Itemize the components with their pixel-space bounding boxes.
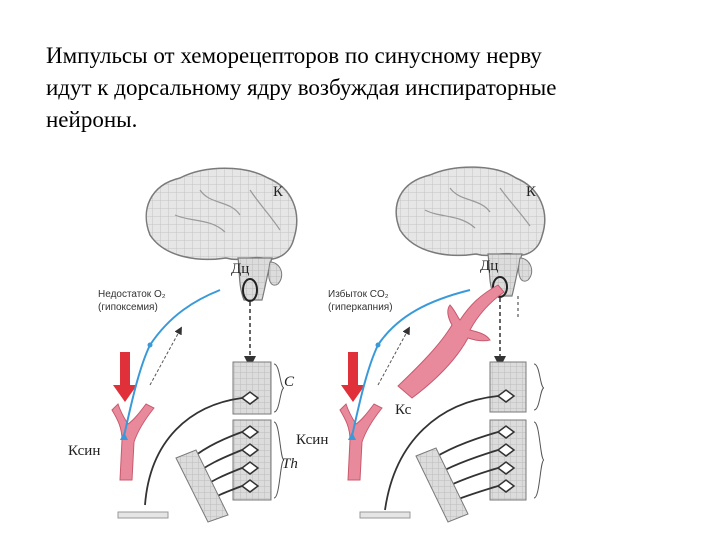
right-brain [395,166,546,257]
right-label-k: К [526,184,537,200]
left-label-dc: Дц [231,261,249,277]
left-label-k: К [273,184,284,200]
text-line-1: Импульсы от хеморецепторов по синусному … [46,43,542,68]
left-intercostal [175,449,229,523]
left-red-arrow [113,352,137,402]
slide-text: Импульсы от хеморецепторов по синусному … [46,40,696,136]
left-label-th: Th [282,456,298,472]
left-panel: К Дц C Th [68,167,298,523]
right-intercostal [415,447,469,523]
left-brain [145,167,298,261]
right-spinal-c [489,361,527,413]
right-label-ksin: Ксин [296,432,328,448]
right-label-kc: Кс [395,402,412,418]
right-panel: К Дц [296,166,546,523]
right-stimulus-line-1: Избыток CO₂ [328,288,389,300]
right-carotid [339,403,383,481]
left-carotid [111,403,155,481]
right-dorsal-nucleus [492,276,508,298]
right-label-dc: Дц [480,258,498,274]
text-line-3: нейроны. [46,107,138,132]
right-red-arrow [341,352,365,402]
left-label-c: C [284,374,295,390]
left-stimulus-line-1: Недостаток O₂ [98,289,166,300]
right-stimulus-line-2: (гиперкапния) [328,302,393,313]
left-stimulus-line-2: (гипоксемия) [98,302,158,313]
left-dorsal-nucleus [242,278,258,302]
right-central-vessel [397,284,505,399]
left-label-ksin: Ксин [68,443,100,459]
left-spinal-c [232,361,272,415]
text-line-2: идут к дорсальному ядру возбуждая инспир… [46,75,557,100]
